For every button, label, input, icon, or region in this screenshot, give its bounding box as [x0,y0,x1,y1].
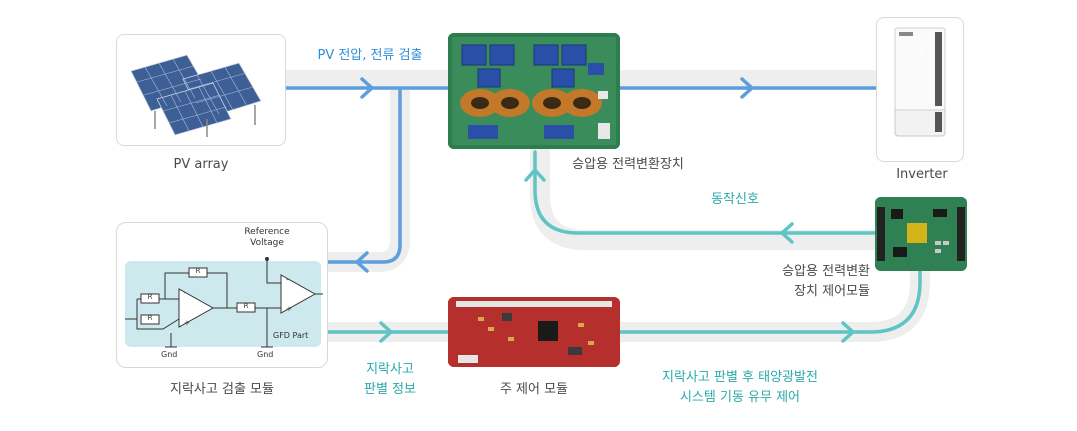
chevron-left-icon [780,222,794,244]
fault-detection-label: 지락사고 검출 모듈 [170,382,274,397]
pv-array-card [116,34,286,146]
system-control-label: 지락사고 판별 후 태양광발전 시스템 기동 유무 제어 [662,370,818,405]
detect-to-fault-line [324,86,402,264]
gfd-part-label: GFD Part [273,331,309,340]
main-to-control-line [618,270,922,334]
ground-fault-schematic: - + - + [125,257,323,348]
inverter-card: Inverter [876,17,964,162]
svg-text:+: + [286,305,292,313]
main-control-label: 주 제어 모듈 [499,382,569,397]
main-control-board-image [448,297,620,367]
converter-control-board-image [875,197,967,271]
chevron-left-icon [355,251,369,273]
teal-flow [324,150,922,334]
converter-label: 승압용 전력변환장치 [572,157,684,172]
blue-flow [283,86,878,264]
resistor-label: R [147,314,153,322]
resistor-label: R [243,302,249,310]
operation-signal-label: 동작신호 [711,192,759,207]
svg-text:+: + [184,319,190,327]
fault-info-label: 지락사고 판별 정보 [364,362,416,397]
chevron-right-icon [740,77,754,99]
inverter-device-text: Inverter [919,40,925,60]
chevron-right-icon [360,77,374,99]
svg-text:-: - [286,276,289,284]
teal-chevrons [379,168,855,343]
converter-board-image [448,33,620,149]
pv-array-label: PV array [173,157,229,172]
inverter-device-icon [894,27,946,137]
inverter-label: Inverter [896,167,948,182]
reference-voltage-label: Reference Voltage [244,227,290,248]
gnd-label: Gnd [161,350,178,359]
solar-panel-icon [130,54,262,137]
blue-chevrons [355,77,754,273]
pv-detect-label: PV 전압, 전류 검출 [317,48,423,63]
chevron-right-icon [841,321,855,343]
gnd-label: Gnd [257,350,274,359]
chevron-up-icon [524,168,546,182]
control-to-converter-line [533,150,877,235]
resistor-label: R [195,267,201,275]
fault-detection-card: - + - + Reference Voltage R R R R GFD Part… [116,222,328,368]
converter-control-label: 승압용 전력변환 장치 제어모듈 [782,264,870,299]
chevron-right-icon [379,321,393,343]
svg-text:-: - [184,289,187,297]
resistor-label: R [147,293,153,301]
